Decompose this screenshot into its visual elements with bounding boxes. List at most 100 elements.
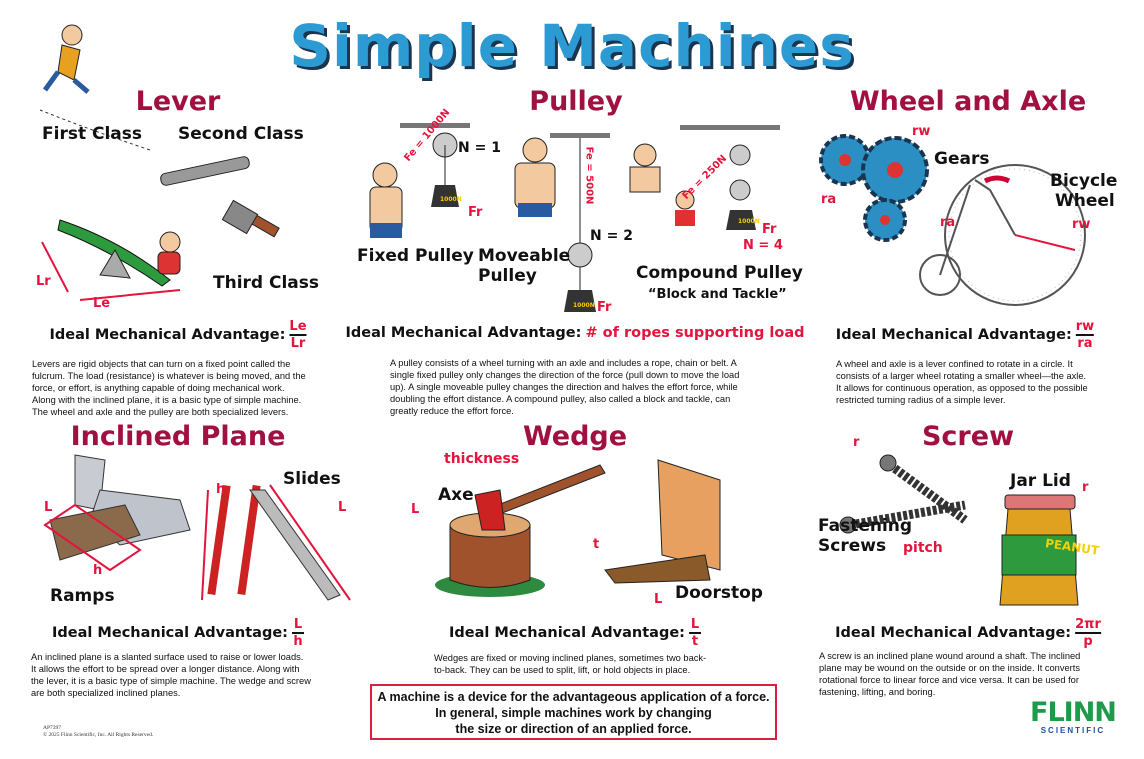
label-t: t bbox=[593, 537, 600, 552]
label-jar-lid: Jar Lid bbox=[1010, 471, 1071, 491]
ima-label: Ideal Mechanical Advantage: bbox=[52, 625, 288, 641]
copyright: © 2025 Flinn Scientific, Inc. All Rights… bbox=[43, 732, 154, 738]
label-n2: N = 2 bbox=[590, 228, 633, 244]
wheel-description: A wheel and axle is a lever confined to … bbox=[836, 358, 1136, 406]
ima-denominator: p bbox=[1083, 634, 1093, 649]
note-line: A machine is a device for the advantageo… bbox=[377, 690, 770, 704]
inclined-description: An inclined plane is a slanted surface u… bbox=[31, 651, 361, 699]
ima-fraction: 2πr p bbox=[1075, 618, 1101, 648]
ima-label: Ideal Mechanical Advantage: bbox=[449, 625, 685, 641]
text-line: plane may be wound on the outside or on … bbox=[819, 663, 1080, 673]
ima-label: Ideal Mechanical Advantage: bbox=[835, 327, 1072, 343]
ima-label: Ideal Mechanical Advantage: bbox=[345, 325, 582, 341]
text-line: are both specialized inclined planes. bbox=[31, 688, 181, 698]
text-line: Along with the inclined plane, it is a b… bbox=[32, 395, 302, 405]
label-block-tackle: “Block and Tackle” bbox=[648, 287, 787, 302]
product-code: AP7397 bbox=[43, 725, 62, 731]
text-line: Wedges are fixed or moving inclined plan… bbox=[434, 653, 707, 663]
wedge-illustration bbox=[435, 459, 721, 597]
label-l-axe: L bbox=[411, 502, 420, 517]
label-load-1000n-2: 1000N bbox=[573, 302, 595, 309]
logo-sub: SCIENTIFIC bbox=[1040, 726, 1106, 735]
heading-wedge: Wedge bbox=[522, 421, 628, 452]
text-line: up). A single moveable pulley changes th… bbox=[390, 382, 738, 392]
pulley-illustration bbox=[369, 123, 780, 312]
label-compound-pulley: Compound Pulley bbox=[636, 263, 803, 283]
heading-pulley: Pulley bbox=[529, 86, 623, 117]
text-line: doubling the effort distance. A compound… bbox=[390, 394, 731, 404]
label-moveable: Moveable bbox=[478, 246, 571, 266]
label-fastening: Fastening bbox=[818, 516, 913, 536]
ima-label: Ideal Mechanical Advantage: bbox=[835, 625, 1072, 641]
text-line: consists of a larger wheel rotating a sm… bbox=[836, 371, 1087, 381]
heading-screw: Screw bbox=[921, 421, 1015, 452]
screw-illustration bbox=[839, 454, 1079, 606]
label-wheel: Wheel bbox=[1055, 191, 1115, 211]
text-line: fulcrum. The load (resistance) is whatev… bbox=[32, 371, 306, 381]
label-pulley: Pulley bbox=[478, 266, 537, 286]
ima-value: # of ropes supporting load bbox=[585, 325, 805, 341]
heading-wheel-axle: Wheel and Axle bbox=[849, 86, 1087, 117]
label-h-slide: h bbox=[216, 482, 226, 497]
text-line: A screw is an inclined plane wound aroun… bbox=[819, 651, 1081, 661]
note-line: the size or direction of an applied forc… bbox=[455, 722, 692, 736]
text-line: A pulley consists of a wheel turning wit… bbox=[390, 358, 737, 368]
label-slides: Slides bbox=[283, 469, 341, 489]
label-gears: Gears bbox=[934, 149, 990, 169]
ima-denominator: t bbox=[691, 634, 699, 649]
label-axe: Axe bbox=[438, 485, 474, 505]
ima-numerator: rw bbox=[1075, 319, 1095, 334]
ima-numerator: 2πr bbox=[1075, 617, 1101, 632]
heading-lever: Lever bbox=[135, 86, 221, 117]
ima-denominator: h bbox=[293, 634, 303, 649]
text-line: force, or effort, is anything capable of… bbox=[32, 383, 285, 393]
pulley-description: A pulley consists of a wheel turning wit… bbox=[390, 357, 790, 417]
label-l-ramp: L bbox=[44, 500, 53, 515]
text-line: A wheel and axle is a lever confined to … bbox=[836, 359, 1073, 369]
text-line: greatly reduce the effort force. bbox=[390, 406, 514, 416]
text-line: to-back. They can be used to split, lift… bbox=[434, 665, 691, 675]
ima-numerator: L bbox=[690, 617, 700, 632]
label-fe-500: Fe = 500N bbox=[583, 146, 595, 205]
label-ra-gear: ra bbox=[821, 192, 837, 207]
label-ramps: Ramps bbox=[50, 586, 115, 606]
label-load-1000n-3: 1000N bbox=[738, 218, 760, 225]
label-third-class: Third Class bbox=[213, 273, 320, 293]
flinn-logo: FLINN SCIENTIFIC bbox=[1030, 697, 1117, 735]
label-first-class: First Class bbox=[42, 124, 142, 144]
label-r-screw: r bbox=[853, 435, 860, 450]
lever-description: Levers are rigid objects that can turn o… bbox=[32, 358, 362, 418]
label-fr-2: Fr bbox=[597, 300, 612, 315]
label-le: Le bbox=[93, 296, 111, 311]
label-doorstop: Doorstop bbox=[675, 583, 763, 603]
label-thickness: thickness bbox=[444, 451, 520, 467]
label-screws: Screws bbox=[818, 536, 887, 556]
heading-inclined-plane: Inclined Plane bbox=[70, 421, 286, 452]
label-fr-1: Fr bbox=[468, 205, 483, 220]
label-pitch: pitch bbox=[903, 540, 943, 556]
label-second-class: Second Class bbox=[178, 124, 304, 144]
note-line: In general, simple machines work by chan… bbox=[435, 706, 712, 720]
ima-label: Ideal Mechanical Advantage: bbox=[49, 327, 286, 343]
label-lr: Lr bbox=[36, 274, 51, 289]
wedge-description: Wedges are fixed or moving inclined plan… bbox=[434, 652, 764, 676]
label-rw-bike: rw bbox=[1072, 217, 1091, 232]
label-rw-gear: rw bbox=[912, 124, 931, 139]
logo-name: FLINN bbox=[1030, 697, 1117, 728]
lever-illustration bbox=[39, 24, 280, 301]
text-line: rotational force to linear force and vic… bbox=[819, 675, 1079, 685]
text-line: the lever, it is a basic type of simple … bbox=[31, 676, 311, 686]
screw-ima: Ideal Mechanical Advantage: 2πr p bbox=[835, 618, 1101, 648]
pulley-ima: Ideal Mechanical Advantage: # of ropes s… bbox=[345, 325, 804, 341]
text-line: An inclined plane is a slanted surface u… bbox=[31, 652, 304, 662]
text-line: single fixed pulley only changes the dir… bbox=[390, 370, 740, 380]
text-line: Levers are rigid objects that can turn o… bbox=[32, 359, 291, 369]
